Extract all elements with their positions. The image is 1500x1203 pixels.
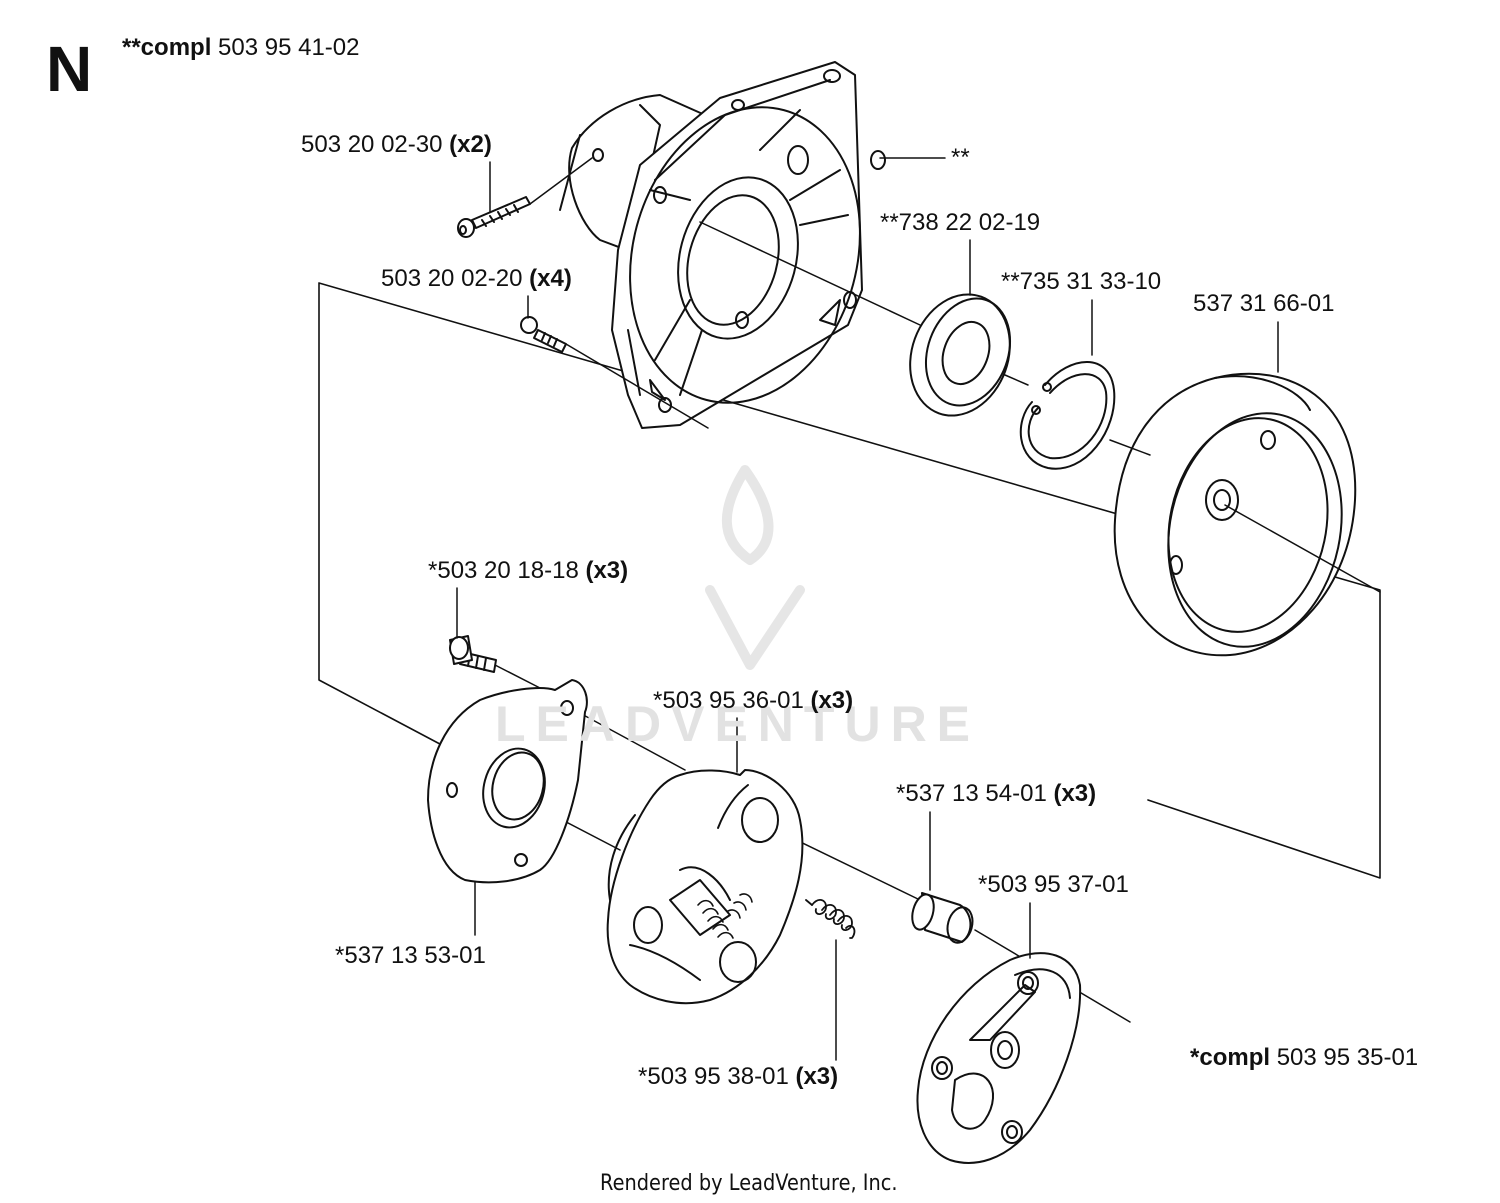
leader-lines xyxy=(456,157,1279,1061)
clutch-drum-537-31-66-01 xyxy=(1113,372,1357,657)
watermark-text: LEADVENTURE xyxy=(495,696,981,752)
footer-credit: Rendered by LeadVenture, Inc. xyxy=(600,1171,898,1196)
part-label-537-13-53-01[interactable]: *537 13 53-01 xyxy=(335,942,486,969)
clutch-housing xyxy=(559,61,886,429)
leadventure-logo xyxy=(705,465,805,670)
part-label-503-20-18-18[interactable]: *503 20 18-18 (x3) xyxy=(428,557,629,584)
bushing-537-13-54-01 xyxy=(911,892,974,944)
part-label-735-31-33-10[interactable]: **735 31 33-10 xyxy=(1001,268,1162,295)
bolt-503-20-18-18 xyxy=(449,635,497,673)
screw-503-20-02-30 xyxy=(457,196,531,238)
hub-plate-503-95-37-01 xyxy=(916,952,1082,1164)
spring-503-95-38-01 xyxy=(805,899,856,939)
part-label-503-20-02-20[interactable]: 503 20 02-20 (x4) xyxy=(381,265,572,292)
assembly-boundary xyxy=(318,282,1381,879)
assembly-label-bottom: *compl 503 95 35-01 xyxy=(1190,1044,1419,1071)
part-label-738-22-02-19[interactable]: **738 22 02-19 xyxy=(880,209,1041,236)
part-label-503-95-38-01[interactable]: *503 95 38-01 (x3) xyxy=(638,1063,839,1090)
part-label-503-95-37-01[interactable]: *503 95 37-01 xyxy=(978,871,1129,898)
part-label-housing[interactable]: ** xyxy=(951,144,970,171)
part-label-503-20-02-30[interactable]: 503 20 02-30 (x2) xyxy=(301,131,492,158)
part-label-537-13-54-01[interactable]: *537 13 54-01 (x3) xyxy=(896,780,1097,807)
section-letter: N xyxy=(46,33,93,105)
screw-503-20-02-20 xyxy=(520,316,567,353)
part-label-537-31-66-01[interactable]: 537 31 66-01 xyxy=(1193,290,1335,317)
clutch-shoes-503-95-36-01 xyxy=(606,769,804,1005)
plate-537-13-53-01 xyxy=(427,679,588,884)
circlip-735-31-33-10 xyxy=(1019,361,1116,470)
part-label-503-95-36-01[interactable]: *503 95 36-01 (x3) xyxy=(653,687,854,714)
seal-738-22-02-19 xyxy=(909,293,1012,417)
assembly-label-top: **compl 503 95 41-02 xyxy=(122,34,360,61)
